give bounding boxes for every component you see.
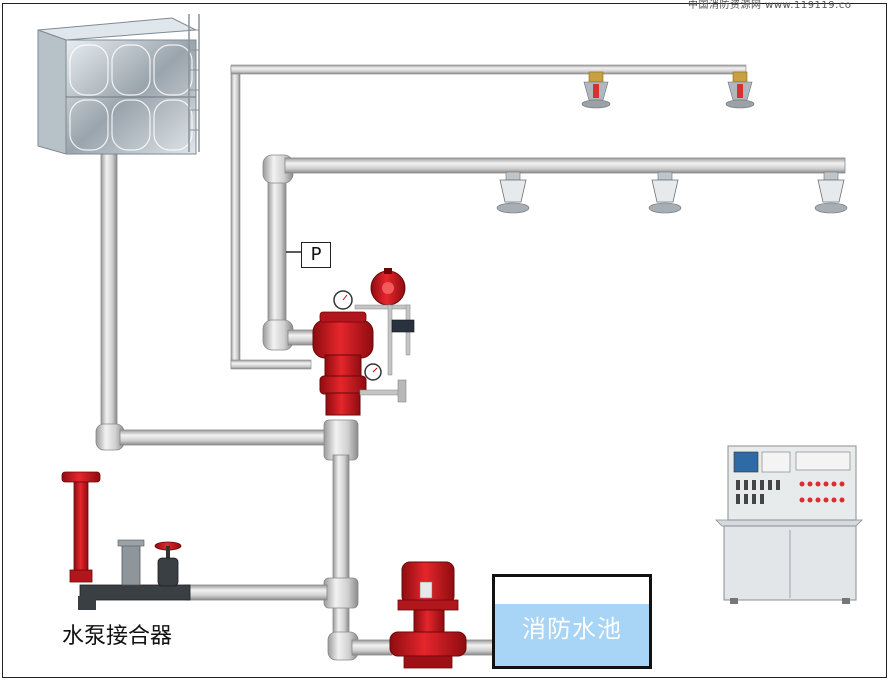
fire-pool-label: 消防水池 xyxy=(522,615,622,643)
control-panel-icon xyxy=(715,445,863,604)
water-tank-icon xyxy=(37,14,200,155)
pressure-switch-label: P xyxy=(301,242,331,268)
sprinkler-head-1 xyxy=(581,71,611,109)
sprinkler-head-3 xyxy=(496,171,530,214)
sprinkler-head-4 xyxy=(648,171,682,214)
sprinkler-head-2 xyxy=(725,71,755,109)
fire-pump-icon xyxy=(389,561,467,669)
alarm-valve-icon xyxy=(312,268,415,416)
sprinkler-head-5 xyxy=(814,171,848,214)
pipe-network xyxy=(95,64,846,661)
hydrant-connector-icon xyxy=(61,471,191,610)
diagram-frame xyxy=(2,3,887,678)
pump-connector-label: 水泵接合器 xyxy=(62,624,173,649)
watermark: 中国消防资源网 www.119119.co xyxy=(688,0,852,11)
pool-water xyxy=(495,603,649,666)
fire-pool: 消防水池 xyxy=(492,574,652,669)
